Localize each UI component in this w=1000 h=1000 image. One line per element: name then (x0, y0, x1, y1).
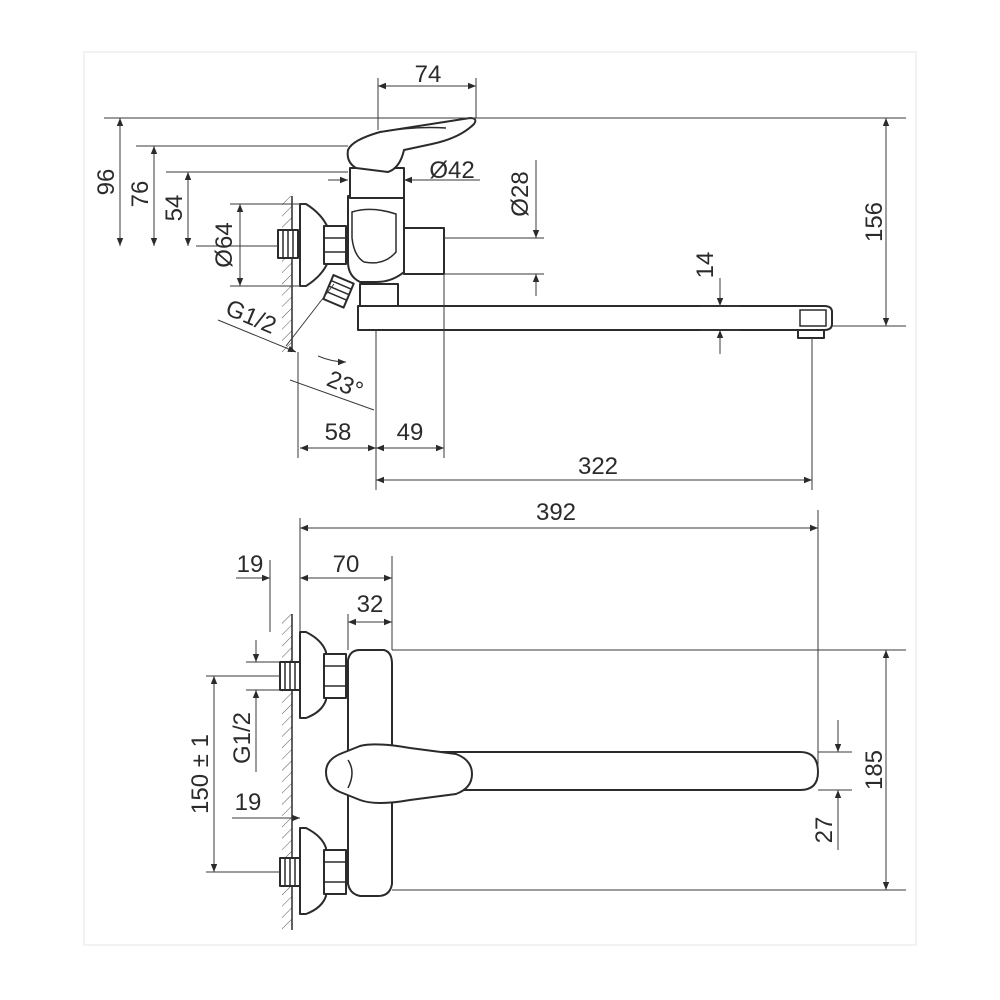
label-392: 392 (536, 499, 576, 526)
wall-hatch-side (282, 196, 292, 352)
label-54: 54 (161, 195, 188, 222)
label-diameter-64: Ø64 (211, 222, 238, 267)
drawing-frame (83, 51, 917, 946)
label-74: 74 (415, 61, 442, 88)
shower-outlet-side (322, 274, 355, 309)
label-156: 156 (861, 202, 888, 242)
label-19-top: 19 (237, 551, 264, 578)
spout-top (391, 751, 819, 791)
label-diameter-42: Ø42 (429, 157, 474, 184)
label-27: 27 (811, 817, 838, 844)
label-58: 58 (325, 419, 352, 446)
label-70: 70 (333, 551, 360, 578)
label-96: 96 (93, 169, 120, 196)
top-view: 392 19 70 32 G1/2 150 ± 1 19 27 185 (187, 499, 906, 930)
label-32: 32 (357, 591, 384, 618)
lever-handle-top (325, 743, 473, 804)
nut-lower (323, 849, 347, 895)
spout-socket-side (403, 227, 445, 275)
spout-collar-side (359, 283, 399, 307)
cartridge-housing-side (349, 167, 405, 199)
dim-arc-angle (317, 355, 347, 366)
lever-handle-side (346, 117, 477, 173)
label-49: 49 (397, 419, 424, 446)
label-angle: 23° (323, 366, 367, 405)
wall-hatch-top (282, 614, 292, 930)
side-view: 74 96 76 54 Ø64 Ø42 Ø28 14 156 G1/2 23° … (93, 61, 906, 490)
label-thread-side: G1/2 (222, 295, 280, 340)
rosette-lower (299, 827, 327, 915)
label-14: 14 (692, 252, 719, 279)
label-185: 185 (861, 750, 888, 790)
aerator-side (797, 329, 825, 339)
spout-side (357, 305, 833, 331)
rosette-upper (299, 631, 327, 719)
label-thread-top: G1/2 (229, 712, 256, 764)
label-322: 322 (578, 453, 618, 480)
nut-upper (323, 653, 347, 699)
label-diameter-28: Ø28 (507, 171, 534, 216)
dim-line-thread (217, 319, 297, 353)
nut-side (323, 225, 347, 265)
label-150: 150 ± 1 (187, 734, 214, 814)
label-76: 76 (127, 181, 154, 208)
label-19-bottom: 19 (235, 789, 262, 816)
